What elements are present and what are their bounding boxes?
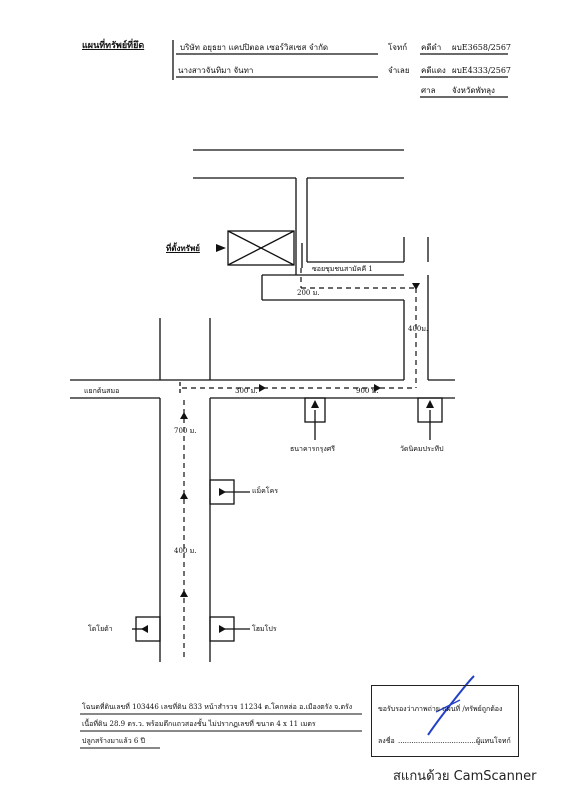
distance-900m: 900 ม. — [356, 387, 379, 395]
black-case-number: ผบE3658/2567 — [452, 43, 512, 52]
distance-400m-right: 400ม. — [408, 325, 429, 333]
property-cross-b — [227, 230, 295, 266]
property-label: ที่ตั้งทรัพย์ — [166, 243, 200, 253]
arrow-toyota-box — [141, 625, 148, 633]
footer-line-1: โฉนดที่ดินเลขที่ 103446 เลขที่ดิน 833 หน… — [82, 703, 353, 711]
red-case-label: คดีแดง — [421, 66, 446, 75]
distance-300m: 300 ม. — [235, 387, 258, 395]
sign-label: ลงชื่อ — [378, 737, 395, 745]
defendant-role: จำเลย — [388, 66, 410, 75]
distance-400m-left: 400 ม. — [174, 547, 197, 555]
temple-label: วัดนิคมประทีป — [400, 445, 444, 453]
sign-role: ผู้แทนโจทก์ — [476, 737, 511, 745]
arrow-400m-left — [180, 590, 188, 597]
red-case-number: ผบE4333/2567 — [452, 66, 512, 75]
arrow-300m — [259, 384, 266, 392]
signature-stroke — [427, 675, 475, 736]
arrow-900m — [374, 384, 381, 392]
soi-label: ซอยชุมชนสามัคคี 1 — [312, 265, 373, 273]
arrow-200m — [412, 283, 420, 290]
sign-dots: ........................................ — [398, 737, 488, 745]
footer-line-3: ปลูกสร้างมาแล้ว 6 ปี — [82, 737, 145, 745]
distance-200m: 200 ม. — [297, 289, 320, 297]
court-label: ศาล — [421, 86, 436, 95]
homepro-label: โฮมโปร — [252, 625, 277, 633]
makro-label: แม็คโคร — [252, 487, 279, 495]
arrow-makro — [180, 492, 188, 499]
toyota-label: โตโยต้า — [88, 625, 113, 633]
plaintiff-name: บริษัท อยุธยา แคปปิตอล เซอร์วิสเซส จำกัด — [180, 43, 329, 52]
arrow-homepro-box — [219, 625, 226, 633]
arrow-makro-box — [219, 488, 226, 496]
black-case-label: คดีดำ — [421, 43, 442, 52]
certify-text: ขอรับรองว่าภาพถ่าย แผนที่ /ทรัพย์ถูกต้อง — [378, 705, 503, 713]
signature-stroke-2 — [435, 699, 461, 713]
camscanner-watermark: สแกนด้วย CamScanner — [393, 769, 537, 784]
property-box — [227, 230, 295, 266]
arrow-bank — [311, 400, 319, 408]
defendant-name: นางสาวจันทิมา จันทา — [178, 66, 254, 75]
arrow-700m — [180, 412, 188, 419]
plaintiff-role: โจทก์ — [388, 43, 408, 52]
certification-box: ขอรับรองว่าภาพถ่าย แผนที่ /ทรัพย์ถูกต้อง… — [371, 685, 519, 757]
arrow-property — [216, 244, 226, 252]
distance-700m: 700 ม. — [174, 427, 197, 435]
footer-line-2: เนื้อที่ดิน 28.9 ตร.ว. พร้อมตึกแถวสองชั้… — [82, 720, 316, 728]
junction-label: แยกต้นสมอ — [84, 387, 120, 395]
arrow-temple — [426, 400, 434, 408]
map-title: แผนที่ทรัพย์ที่ยึด — [82, 41, 145, 51]
court-name: จังหวัดพัทลุง — [452, 86, 495, 95]
bank-label: ธนาคารกรุงศรี — [290, 445, 335, 453]
